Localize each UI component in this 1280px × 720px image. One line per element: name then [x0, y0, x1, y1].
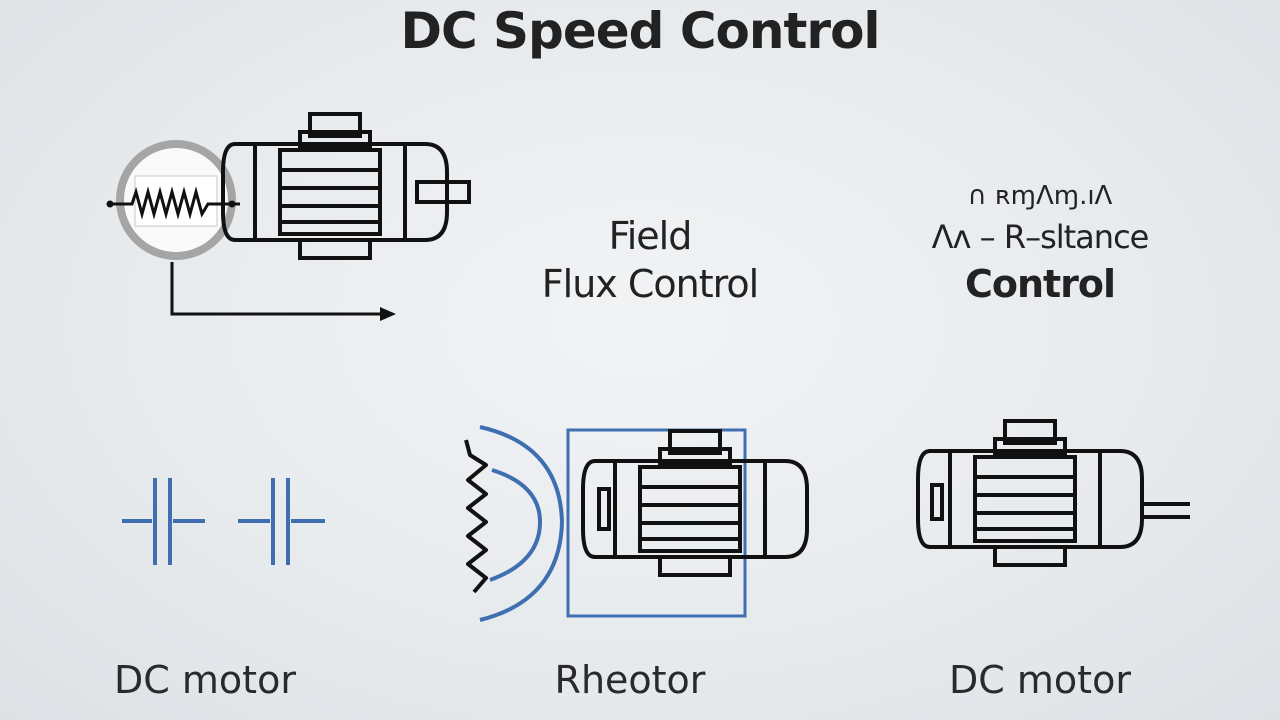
caption-dc-motor-left: DC motor [114, 658, 296, 702]
field-flux-control-label: Field Flux Control [500, 212, 800, 308]
rheostat-zigzag [464, 439, 488, 594]
magnetic-field-arcs [479, 425, 565, 622]
dc-motor-bottom-right [916, 419, 1190, 567]
capacitor-symbol-right [238, 478, 325, 565]
resistance-line1: ∩ ʀɱɅɱ.ıɅ [967, 181, 1113, 211]
capacitor-symbol-left [122, 478, 205, 565]
resistance-line3: Control [964, 262, 1116, 306]
page-title: DC Speed Control [400, 2, 880, 60]
field-resistor-circle [106, 140, 240, 260]
dc-motor-middle [581, 429, 809, 577]
dc-motor-top [221, 112, 471, 260]
field-flux-line1: Field [608, 214, 693, 258]
resistance-line2: Ʌʌ – R–sltance [931, 218, 1150, 256]
caption-rheotor: Rheotor [554, 658, 706, 702]
circuit-frame [566, 428, 747, 618]
resistance-control-label: ∩ ʀɱɅɱ.ıɅ Ʌʌ – R–sltance Control [905, 178, 1175, 308]
caption-dc-motor-right: DC motor [949, 658, 1131, 702]
field-flux-line2: Flux Control [541, 262, 759, 306]
output-arrow [170, 262, 396, 321]
